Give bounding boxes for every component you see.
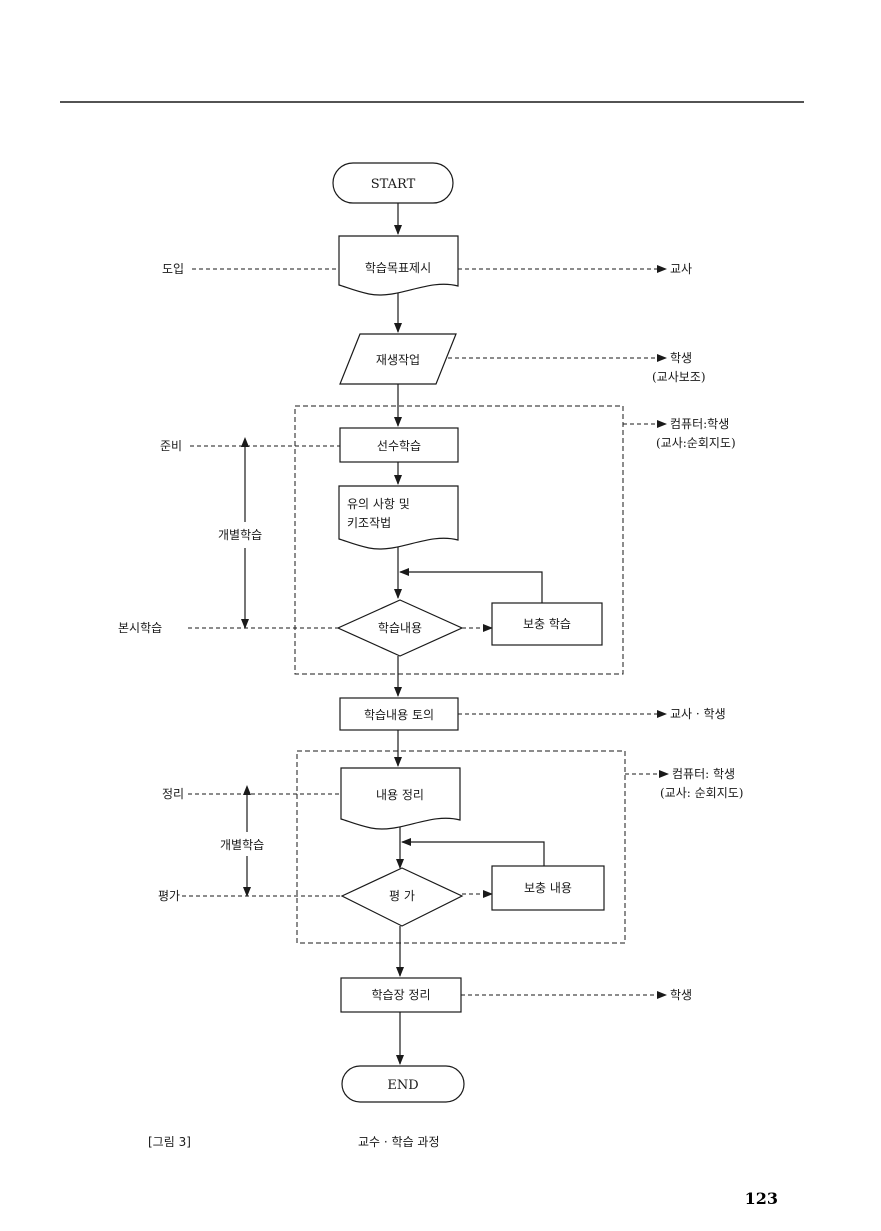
reproduction-label: 재생작업	[376, 353, 420, 367]
label-teacher-tour-1: (교사:순회지도)	[656, 436, 736, 450]
figure-title: 교수 · 학습 과정	[358, 1135, 440, 1149]
supplementary-content-label: 보충 내용	[524, 881, 572, 895]
main-flow-connectors	[394, 203, 404, 1065]
supplementary-content-process	[491, 865, 605, 911]
supplementary-learning-label: 보충 학습	[523, 617, 571, 631]
supplementary-learning-process	[491, 602, 603, 646]
end-label: END	[387, 1078, 418, 1093]
notes-label-line2: 키조작법	[347, 516, 391, 530]
label-summary: 정리	[162, 787, 184, 801]
right-connectors	[448, 265, 669, 999]
learning-content-label: 학습내용	[378, 621, 422, 635]
individual-learning-group-2	[296, 750, 626, 944]
learning-content-decision	[336, 599, 464, 657]
label-prep: 준비	[160, 439, 182, 453]
label-individual-2: 개별학습	[220, 838, 264, 852]
evaluation-label: 평 가	[389, 889, 415, 903]
end-terminal	[341, 1065, 465, 1103]
label-intro: 도입	[162, 262, 184, 276]
label-teacher-tour-2: (교사: 순회지도)	[660, 786, 743, 800]
worksheet-summary-process	[340, 977, 462, 1013]
content-summary-label: 내용 정리	[376, 788, 424, 802]
label-teacher-assist: (교사보조)	[652, 370, 706, 384]
label-assessment: 평가	[158, 889, 180, 903]
label-teacher: 교사	[670, 262, 692, 276]
individual-learning-group-1	[294, 405, 624, 675]
goal-present-document	[338, 235, 459, 296]
start-terminal	[332, 162, 454, 204]
content-discussion-process	[339, 697, 459, 731]
label-student-2: 학생	[670, 988, 692, 1002]
label-computer-student-1: 컴퓨터:학생	[670, 417, 729, 431]
label-individual-1: 개별학습	[218, 528, 262, 542]
figure-number: [그림 3]	[148, 1135, 191, 1149]
page-number: 123	[745, 1189, 778, 1208]
label-computer-student-2: 컴퓨터: 학생	[672, 767, 735, 781]
feedback-loop-1	[399, 568, 543, 632]
start-label: START	[371, 177, 416, 192]
label-student-1: 학생	[670, 351, 692, 365]
feedback-loop-2	[401, 838, 545, 898]
evaluation-decision	[340, 867, 464, 927]
notes-label-line1: 유의 사항 및	[347, 497, 410, 511]
content-summary-document	[340, 767, 461, 830]
label-main-learning: 본시학습	[118, 621, 162, 635]
label-teacher-student: 교사 · 학생	[670, 707, 726, 721]
goal-present-label: 학습목표제시	[365, 261, 431, 275]
content-discussion-label: 학습내용 토의	[364, 708, 434, 722]
worksheet-summary-label: 학습장 정리	[371, 988, 430, 1002]
reproduction-io	[339, 333, 457, 385]
left-connectors	[182, 268, 342, 897]
prior-learning-label: 선수학습	[377, 439, 421, 453]
notes-document	[338, 485, 459, 550]
prior-learning-process	[339, 427, 459, 463]
